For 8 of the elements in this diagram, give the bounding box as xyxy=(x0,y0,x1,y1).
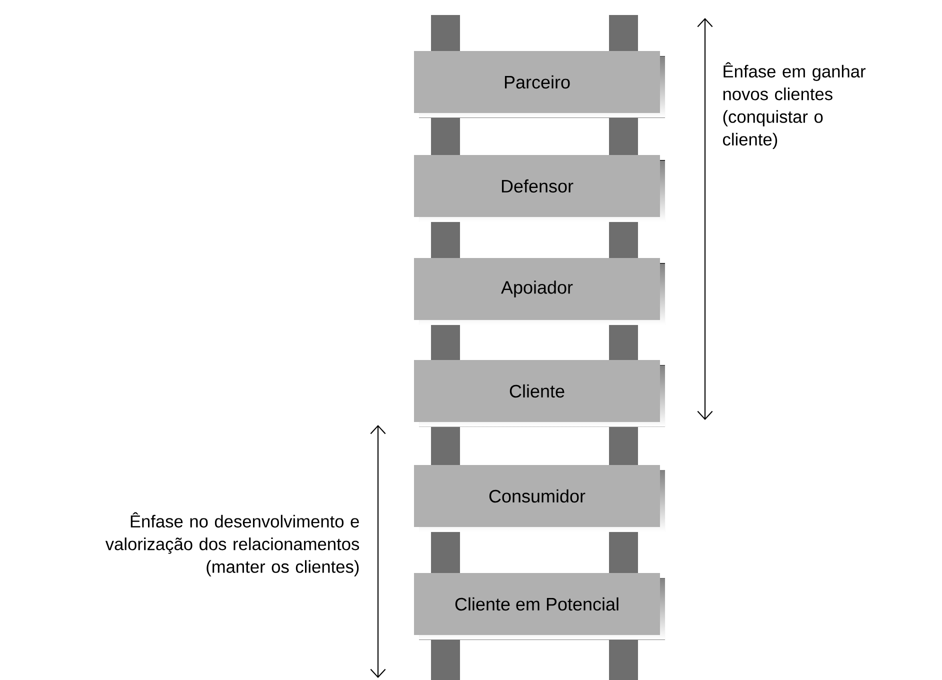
ladder-rung: Cliente xyxy=(414,360,665,427)
annotation-text: Ênfase em ganhar novos clientes (conquistar o cliente) xyxy=(723,62,866,149)
ladder-rung: Apoiador xyxy=(414,258,665,325)
ladder-rung: Parceiro xyxy=(414,51,665,118)
ladder-rung: Cliente em Potencial xyxy=(414,573,665,640)
ladder-rung: Defensor xyxy=(414,155,665,222)
annotation-text: Ênfase no desenvolvimento e valorização dos relacionamentos (manter os clientes) xyxy=(105,512,360,576)
ladder-rung: Consumidor xyxy=(414,465,665,532)
